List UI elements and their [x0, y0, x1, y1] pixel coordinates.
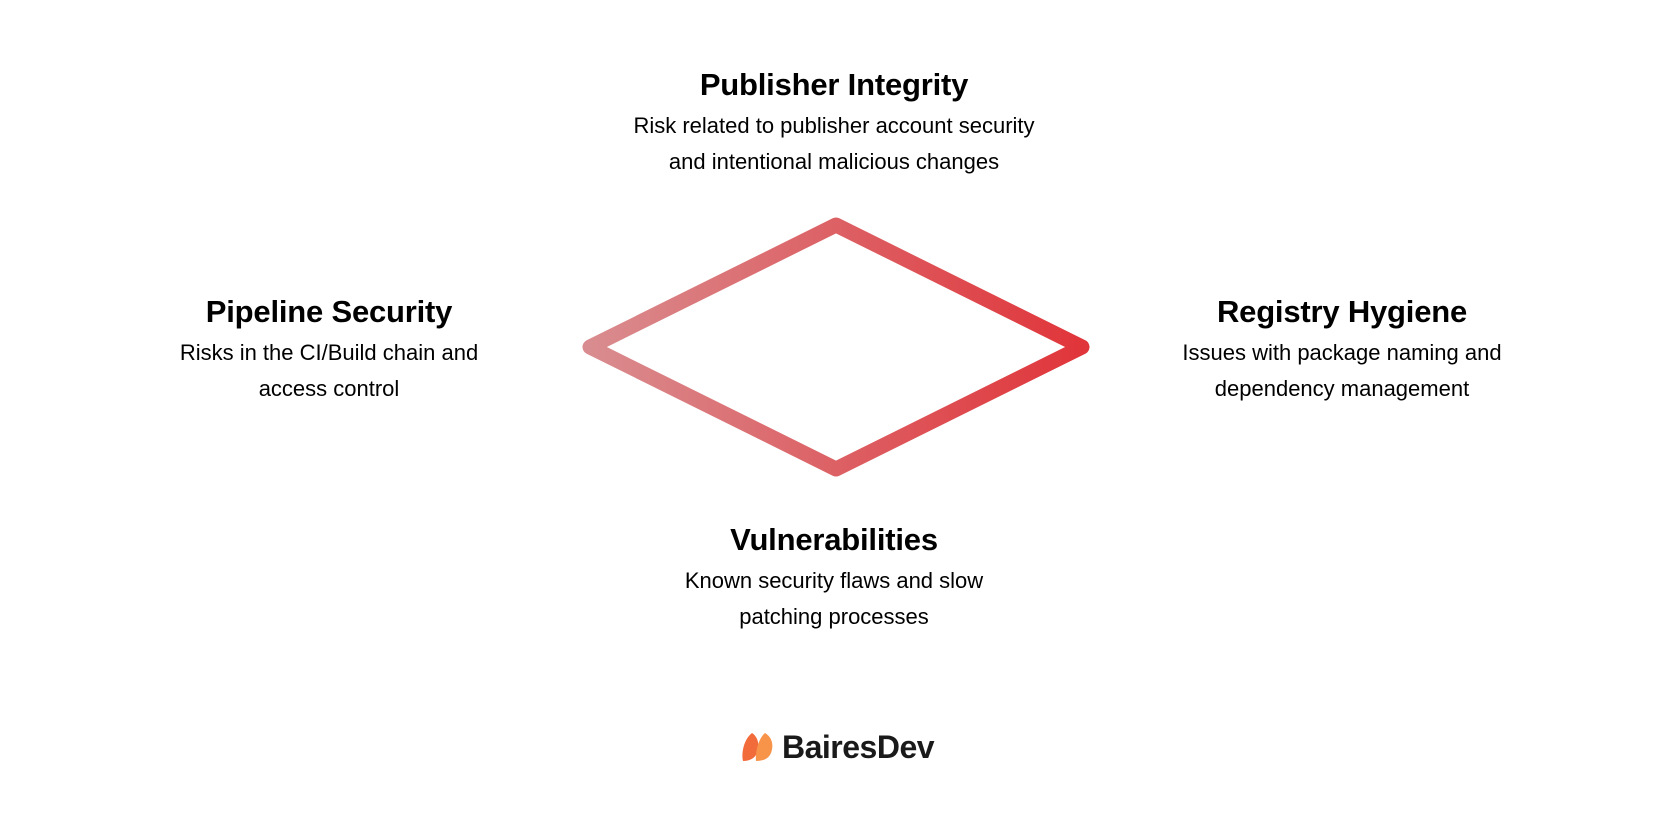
node-description: Risks in the CI/Build chain and access c…	[129, 335, 529, 407]
node-description-line: and intentional malicious changes	[668, 149, 1000, 174]
diamond-outline	[582, 217, 1090, 477]
node-pipeline-security: Pipeline Security Risks in the CI/Build …	[129, 293, 529, 407]
node-description-line: Risk related to publisher account securi…	[633, 113, 1035, 138]
node-description-line: access control	[258, 376, 400, 401]
brand-logo: BairesDev	[740, 726, 935, 768]
node-description: Known security flaws and slow patching p…	[609, 563, 1059, 635]
node-registry-hygiene: Registry Hygiene Issues with package nam…	[1132, 293, 1552, 407]
node-description-line: Risks in the CI/Build chain and	[179, 340, 479, 365]
node-description-line: patching processes	[739, 604, 929, 629]
node-vulnerabilities: Vulnerabilities Known security flaws and…	[609, 521, 1059, 635]
node-description-line: dependency management	[1214, 376, 1470, 401]
bairesdev-logo-icon	[742, 733, 773, 761]
node-title: Vulnerabilities	[730, 522, 938, 557]
node-title: Registry Hygiene	[1216, 294, 1468, 329]
node-description-line: Issues with package naming and	[1182, 340, 1502, 365]
node-title: Publisher Integrity	[699, 67, 969, 102]
node-publisher-integrity: Publisher Integrity Risk related to publ…	[559, 66, 1109, 180]
node-title: Pipeline Security	[205, 294, 453, 329]
node-description: Issues with package naming and dependenc…	[1132, 335, 1552, 407]
brand-name: BairesDev	[782, 728, 935, 765]
node-description: Risk related to publisher account securi…	[559, 108, 1109, 180]
node-description-line: Known security flaws and slow	[684, 568, 984, 593]
